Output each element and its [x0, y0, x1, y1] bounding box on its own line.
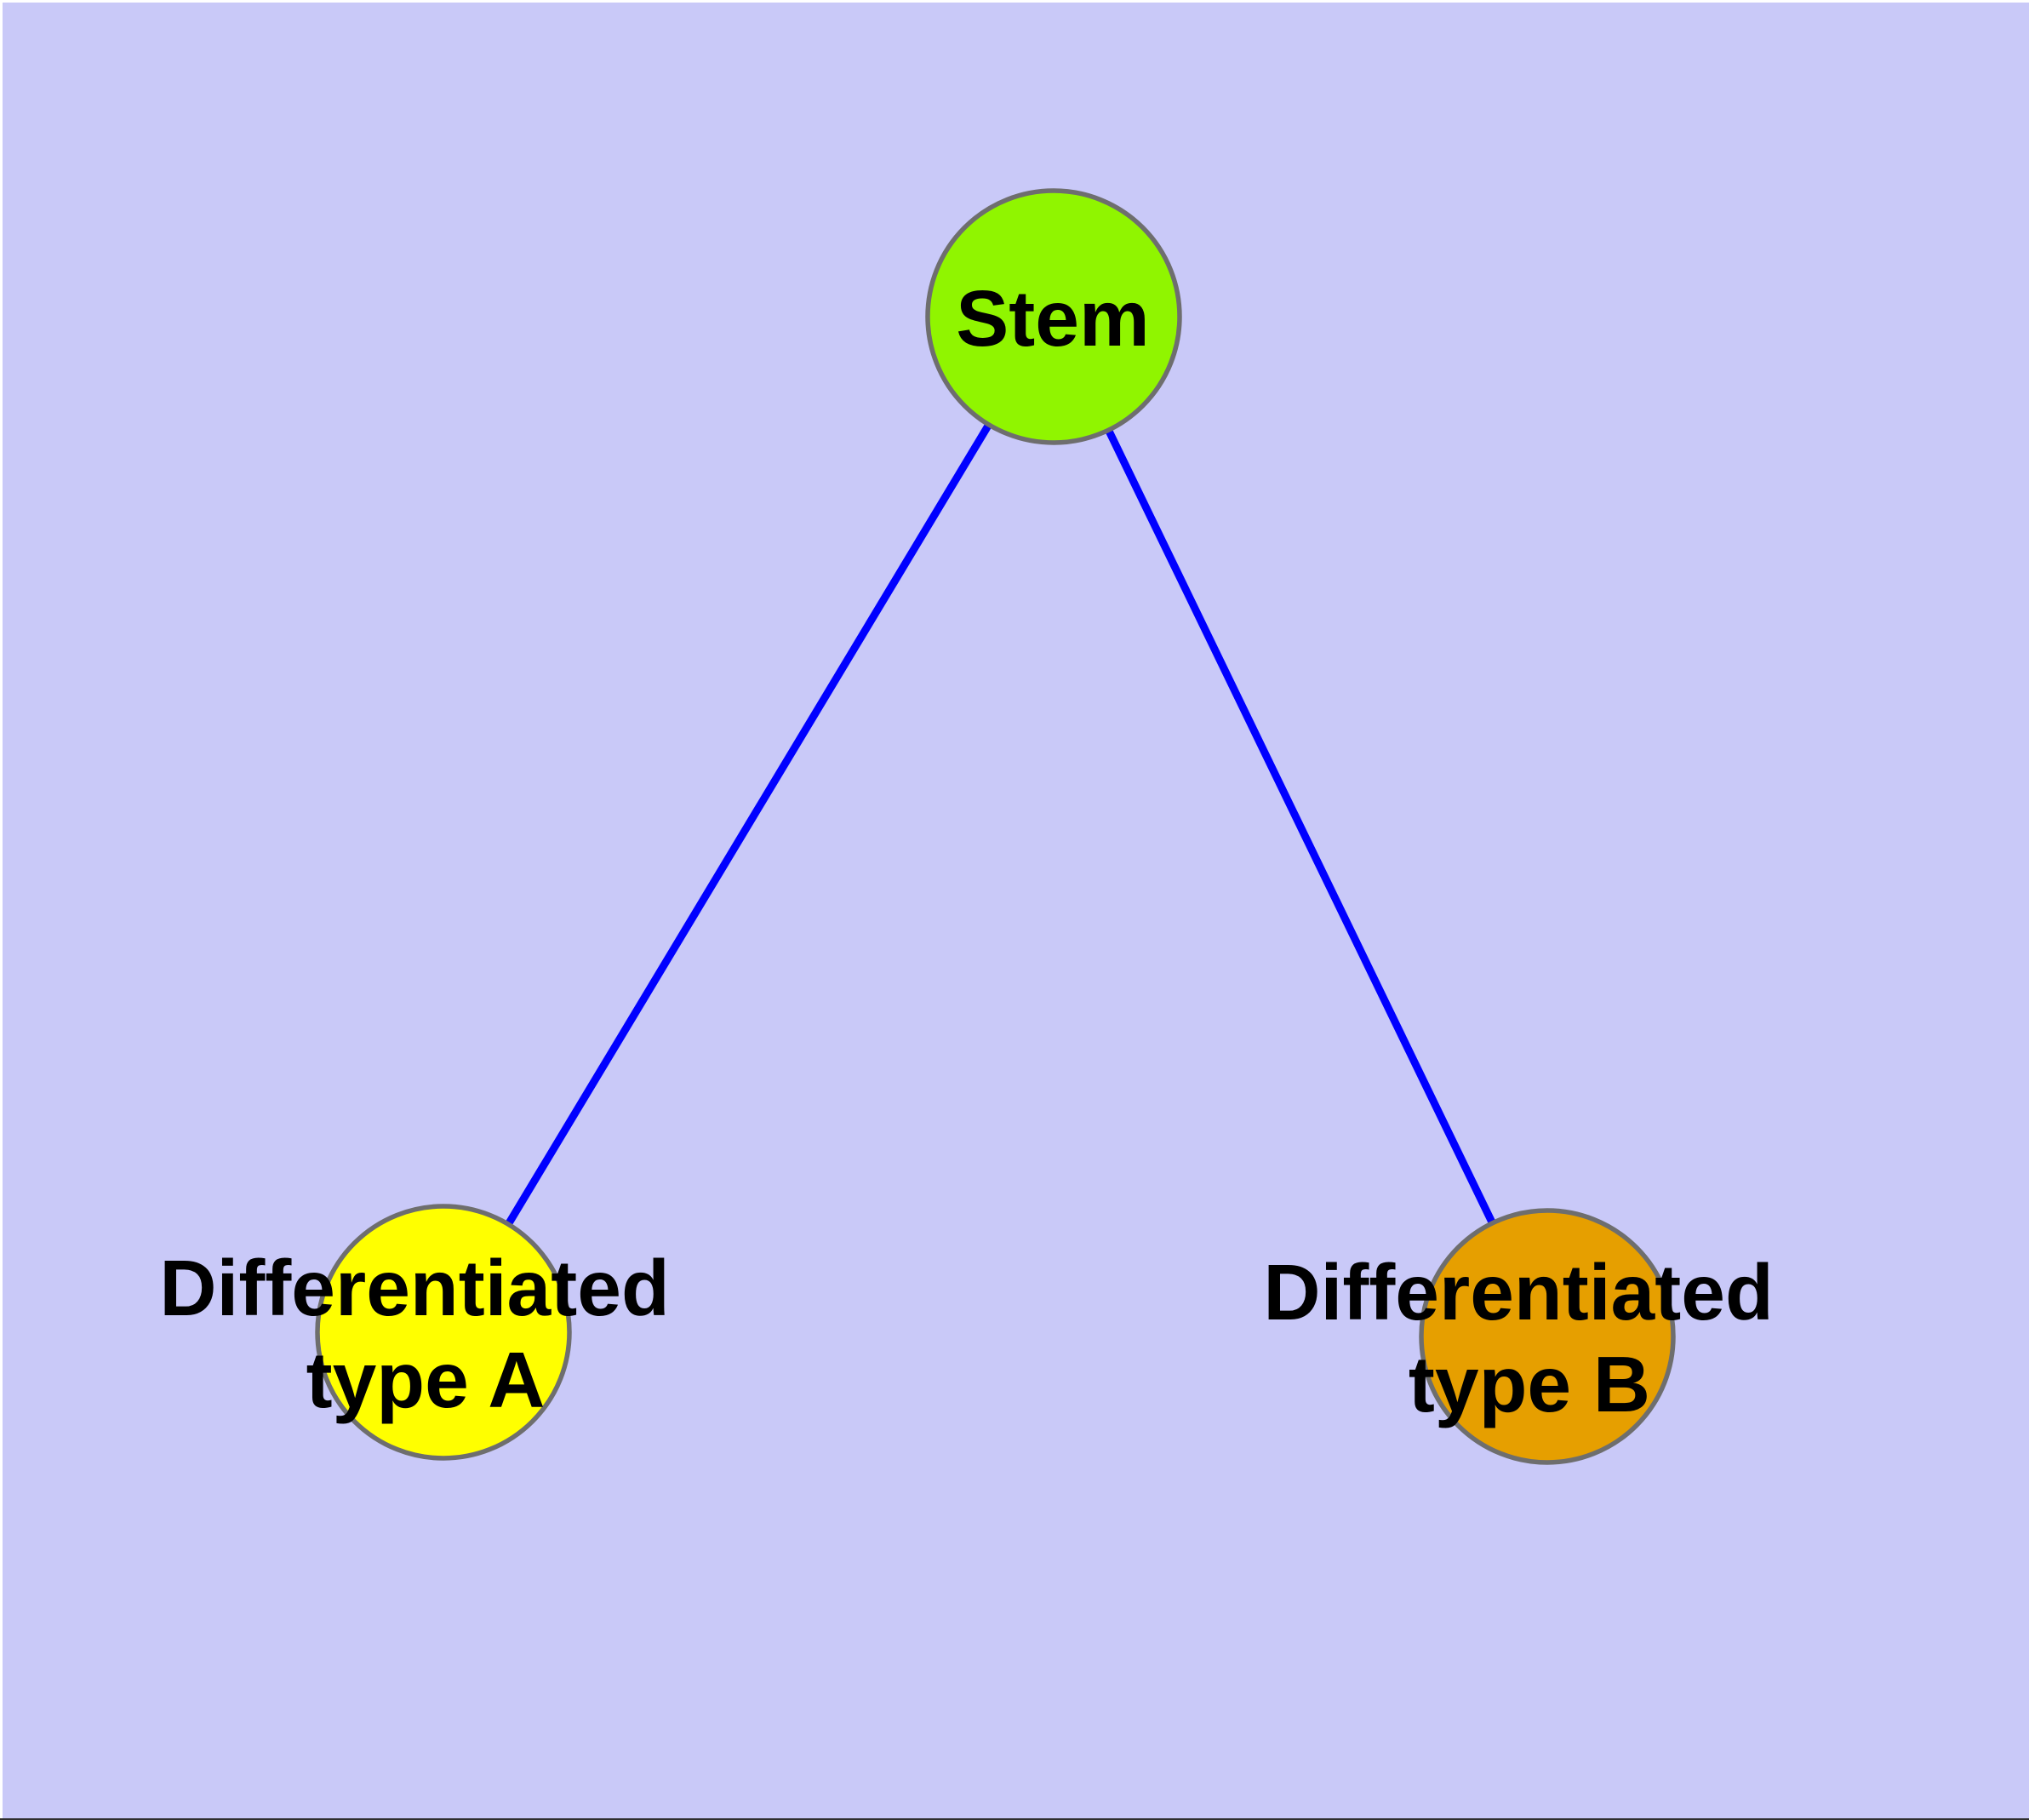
node-label-differentiated-type-a: Differentiated type A	[159, 1244, 691, 1424]
node-differentiated-type-b	[1419, 1208, 1676, 1465]
node-differentiated-type-a	[315, 1204, 572, 1461]
node-label-differentiated-type-b-line1: Differentiated	[1263, 1248, 1773, 1336]
node-stem	[925, 188, 1182, 445]
node-label-stem: Stem	[956, 274, 1149, 363]
edge-stem-to-type-b	[1049, 315, 1552, 1338]
edge-stem-to-type-a	[440, 314, 1057, 1335]
node-label-differentiated-type-b-line2: type B	[1409, 1340, 1650, 1428]
bottom-edge-line	[0, 1818, 2029, 1820]
node-label-differentiated-type-a-line1: Differentiated	[159, 1244, 669, 1332]
node-label-differentiated-type-b: Differentiated type B	[1263, 1248, 1795, 1428]
node-label-differentiated-type-a-line2: type A	[306, 1336, 546, 1424]
